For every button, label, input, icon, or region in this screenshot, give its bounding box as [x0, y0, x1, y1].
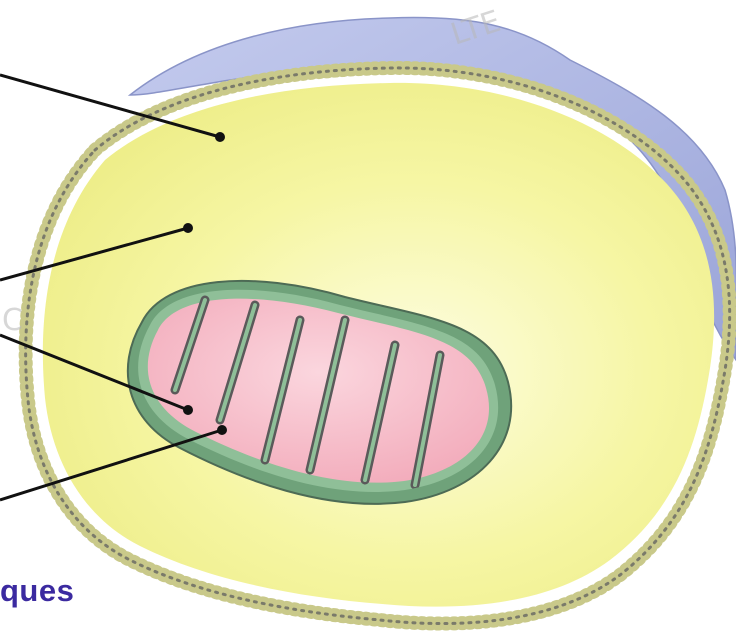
- leader-dot-4: [217, 425, 227, 435]
- leader-dot-1: [215, 132, 225, 142]
- watermark-left: C: [2, 303, 23, 338]
- leader-dot-2: [183, 223, 193, 233]
- caption-text: ques: [0, 573, 74, 609]
- leader-dot-3: [183, 405, 193, 415]
